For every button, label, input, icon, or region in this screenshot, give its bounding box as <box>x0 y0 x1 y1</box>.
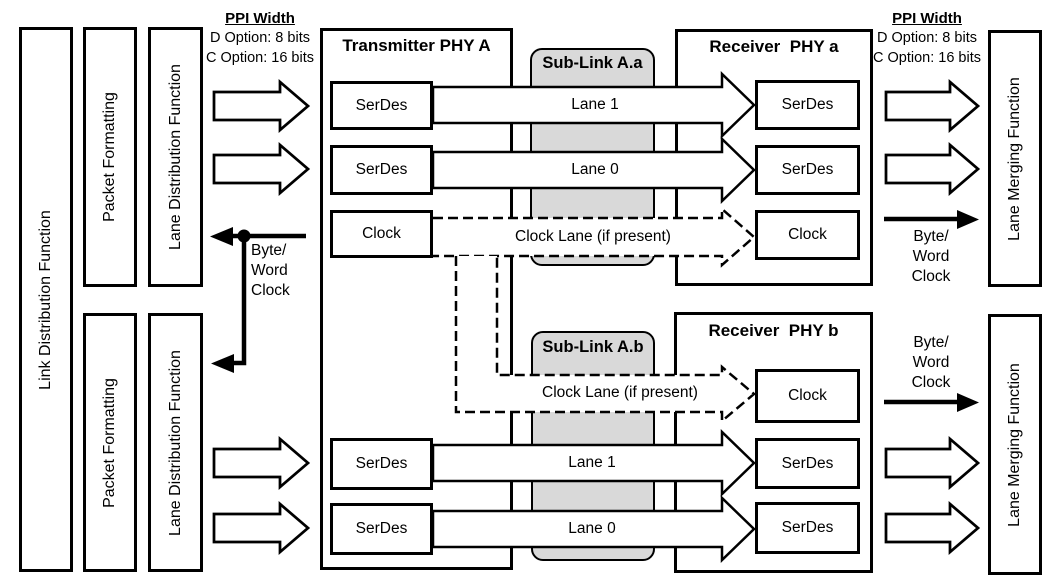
ppi-width-left-c-option: C Option: 16 bits <box>206 50 314 66</box>
lane1-arrow-top <box>431 71 756 139</box>
clock-lane-bottom-label: Clock Lane (if present) <box>542 384 698 401</box>
clock-lane-top-label: Clock Lane (if present) <box>515 228 671 245</box>
lane-merging-function-bottom-box: Lane Merging Function <box>988 314 1042 575</box>
sublink-aa-title: Sub-Link A.a <box>542 54 643 72</box>
byte-word-clock-left-elbow <box>234 236 247 366</box>
lane1-arrow-bottom <box>431 429 756 497</box>
clock-lane-dashed-arrow-top <box>433 206 756 268</box>
rxa-clock-box: Clock <box>755 210 860 260</box>
lane0-arrow-bottom <box>431 495 756 563</box>
byte-word-clock-rb-line1: Byte/ <box>913 334 949 351</box>
byte-word-clock-right-top-arrowhead <box>957 210 979 229</box>
lane-distribution-function-bottom-box: Lane Distribution Function <box>148 313 203 572</box>
byte-word-clock-left-line3: Clock <box>251 282 290 299</box>
tx-serdes-lane0-top-box: SerDes <box>330 145 433 195</box>
byte-word-clock-rt-line2: Word <box>912 248 950 265</box>
ppi-width-left-d-option: D Option: 8 bits <box>210 30 310 46</box>
transmitter-phy-a-title: Transmitter PHY A <box>342 36 491 55</box>
byte-word-clock-left-arrowhead-top <box>210 227 233 246</box>
byte-word-clock-right-bottom-arrowhead <box>957 393 979 412</box>
tx-serdes-lane0-bottom-label: SerDes <box>355 520 408 537</box>
rxb-serdes-lane0-box: SerDes <box>755 502 860 554</box>
rxa-serdes-lane0-label: SerDes <box>781 161 834 178</box>
rxb-serdes-lane1-box: SerDes <box>755 438 860 489</box>
ppi-width-left-title: PPI Width <box>225 10 295 27</box>
tx-serdes-lane0-top-label: SerDes <box>355 161 408 178</box>
rxa-serdes-lane0-box: SerDes <box>755 145 860 195</box>
rxa-serdes-lane1-label: SerDes <box>781 96 834 113</box>
sublink-ab-title: Sub-Link A.b <box>542 338 644 356</box>
tx-serdes-lane1-top-box: SerDes <box>330 81 433 130</box>
byte-word-clock-rb-line2: Word <box>912 354 950 371</box>
byte-word-clock-left-arrowhead-bottom <box>211 354 234 373</box>
byte-word-clock-right-top-label: Byte/ Word Clock <box>899 227 963 287</box>
rxb-serdes-lane0-label: SerDes <box>781 519 834 536</box>
lane-merging-function-top-box: Lane Merging Function <box>988 30 1042 287</box>
ppi-width-right-d-option: D Option: 8 bits <box>877 30 977 46</box>
lane-distribution-function-top-box: Lane Distribution Function <box>148 27 203 287</box>
packet-formatting-bottom-box: Packet Formatting <box>83 313 137 572</box>
lane1-top-label: Lane 1 <box>571 96 619 113</box>
lane0-bottom-label: Lane 0 <box>568 520 616 537</box>
byte-word-clock-left-line1: Byte/ <box>251 242 287 259</box>
rxa-clock-label: Clock <box>788 226 827 243</box>
packet-formatting-top-box: Packet Formatting <box>83 27 137 287</box>
transmitter-phy-a-box <box>320 28 513 570</box>
ppi-arrow-left-top2 <box>212 142 311 196</box>
ppi-width-right-c-option: C Option: 16 bits <box>873 50 981 66</box>
tx-clock-label: Clock <box>362 225 401 242</box>
tx-serdes-lane1-bottom-label: SerDes <box>355 455 408 472</box>
clock-lane-dashed-arrow-bottom <box>454 256 756 424</box>
ppi-arrow-right-top2 <box>884 142 981 196</box>
ppi-width-left: PPI Width D Option: 8 bits C Option: 16 … <box>204 9 316 68</box>
ppi-arrow-right-bottom2 <box>884 501 981 555</box>
receiver-phy-a-title: Receiver PHY a <box>709 37 839 56</box>
byte-word-clock-left-label: Byte/ Word Clock <box>251 241 313 301</box>
ppi-arrow-left-bottom1 <box>212 436 311 490</box>
link-distribution-function-box: Link Distribution Function <box>19 27 73 572</box>
tx-serdes-lane1-top-label: SerDes <box>355 96 408 114</box>
tx-serdes-lane1-bottom-box: SerDes <box>330 438 433 490</box>
rxb-clock-label: Clock <box>788 387 827 404</box>
byte-word-clock-left-line2: Word <box>251 262 288 279</box>
ppi-width-right: PPI Width D Option: 8 bits C Option: 16 … <box>871 9 983 68</box>
ppi-arrow-right-bottom1 <box>884 436 981 490</box>
receiver-phy-b-title: Receiver PHY b <box>708 321 839 340</box>
byte-word-clock-right-bottom-label: Byte/ Word Clock <box>899 333 963 393</box>
rxa-serdes-lane1-box: SerDes <box>755 80 860 130</box>
byte-word-clock-rt-line3: Clock <box>911 268 951 285</box>
ppi-width-right-title: PPI Width <box>892 10 962 27</box>
lane0-arrow-top <box>431 136 756 204</box>
receiver-phy-b-box <box>674 312 873 573</box>
byte-word-clock-rt-line1: Byte/ <box>913 228 949 245</box>
rxb-serdes-lane1-label: SerDes <box>781 454 834 472</box>
tx-clock-box: Clock <box>330 210 433 258</box>
lane0-top-label: Lane 0 <box>571 161 619 178</box>
tx-serdes-lane0-bottom-box: SerDes <box>330 503 433 555</box>
ppi-arrow-left-top1 <box>212 79 311 133</box>
ppi-arrow-left-bottom2 <box>212 501 311 555</box>
rxb-clock-box: Clock <box>755 369 860 423</box>
lane1-bottom-label: Lane 1 <box>568 454 616 471</box>
byte-word-clock-rb-line3: Clock <box>911 374 951 391</box>
ppi-arrow-right-top1 <box>884 79 981 133</box>
